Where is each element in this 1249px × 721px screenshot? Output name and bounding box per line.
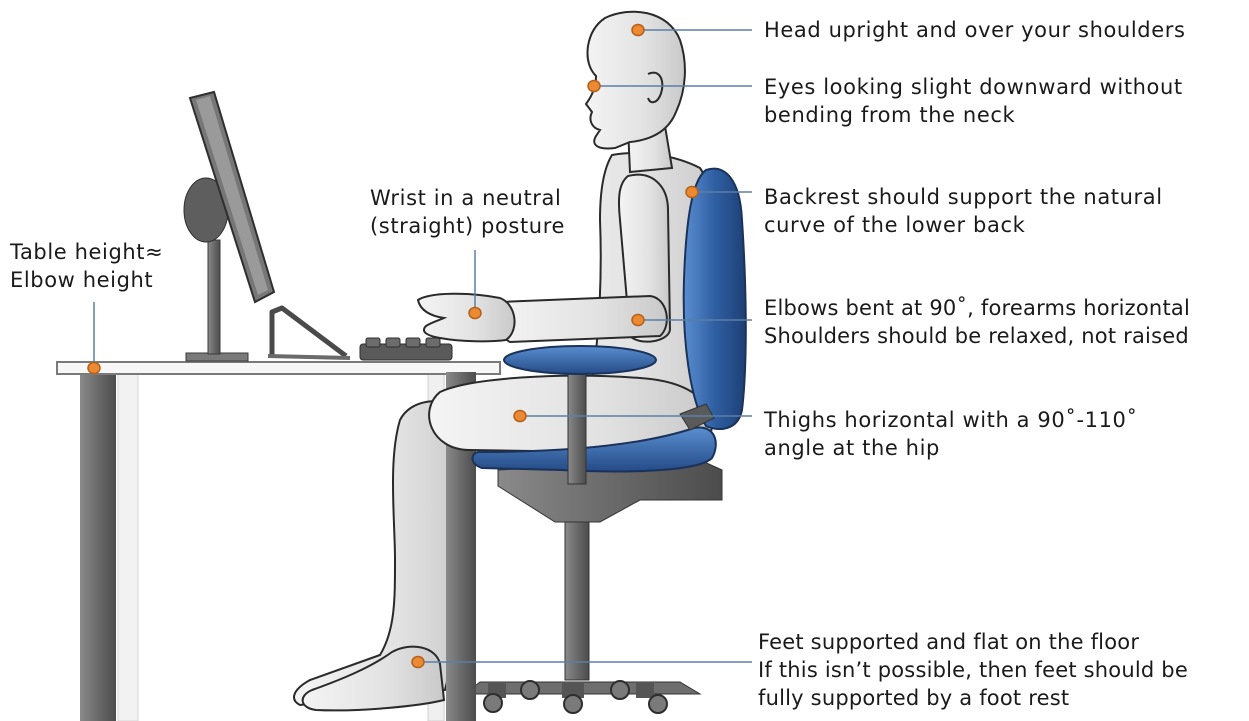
label-feet-line1: Feet supported and flat on the floor	[758, 628, 1188, 656]
monitor	[184, 92, 274, 361]
label-backrest: Backrest should support the natural curv…	[764, 183, 1163, 239]
marker-elbow	[632, 315, 644, 326]
chair-armrest	[504, 346, 656, 374]
label-wrist-line2: (straight) posture	[370, 212, 565, 240]
marker-backrest	[686, 187, 698, 198]
label-wrist: Wrist in a neutral (straight) posture	[370, 184, 565, 240]
label-wrist-line1: Wrist in a neutral	[370, 184, 565, 212]
label-table: Table height≈ Elbow height	[10, 238, 163, 294]
chair-backrest	[684, 169, 746, 429]
label-thighs-line1: Thighs horizontal with a 90˚-110˚	[764, 406, 1138, 434]
label-eyes: Eyes looking slight downward without ben…	[764, 73, 1183, 129]
label-eyes-line2: bending from the neck	[764, 101, 1183, 129]
document-holder	[268, 308, 350, 358]
desk-leg-left	[80, 372, 116, 721]
marker-wrist	[469, 308, 481, 319]
label-feet-line3: fully supported by a foot rest	[758, 684, 1188, 712]
marker-table	[88, 363, 100, 374]
label-table-line2: Elbow height	[10, 266, 163, 294]
label-thighs: Thighs horizontal with a 90˚-110˚ angle …	[764, 406, 1138, 462]
desk-back-leg-left	[118, 372, 138, 721]
marker-foot	[412, 657, 424, 668]
label-elbows-line2: Shoulders should be relaxed, not raised	[764, 322, 1190, 350]
label-thighs-line2: angle at the hip	[764, 434, 1138, 462]
monitor-stand	[208, 240, 220, 354]
label-head-line1: Head upright and over your shoulders	[764, 16, 1186, 44]
figure-hand	[418, 294, 515, 342]
label-backrest-line1: Backrest should support the natural	[764, 183, 1163, 211]
label-elbows-line1: Elbows bent at 90˚, forearms horizontal	[764, 294, 1190, 322]
keyboard	[360, 338, 452, 360]
chair-base	[465, 460, 722, 713]
marker-head	[632, 25, 644, 36]
label-eyes-line1: Eyes looking slight downward without	[764, 73, 1183, 101]
label-head: Head upright and over your shoulders	[764, 16, 1186, 44]
label-feet: Feet supported and flat on the floor If …	[758, 628, 1188, 712]
chair-armrest-post	[568, 362, 586, 484]
label-feet-line2: If this isn’t possible, then feet should…	[758, 656, 1188, 684]
desk-top	[57, 362, 500, 374]
label-backrest-line2: curve of the lower back	[764, 211, 1163, 239]
label-table-line1: Table height≈	[10, 238, 163, 266]
marker-thigh	[514, 411, 526, 422]
label-elbows: Elbows bent at 90˚, forearms horizontal …	[764, 294, 1190, 350]
marker-eyes	[588, 81, 600, 92]
